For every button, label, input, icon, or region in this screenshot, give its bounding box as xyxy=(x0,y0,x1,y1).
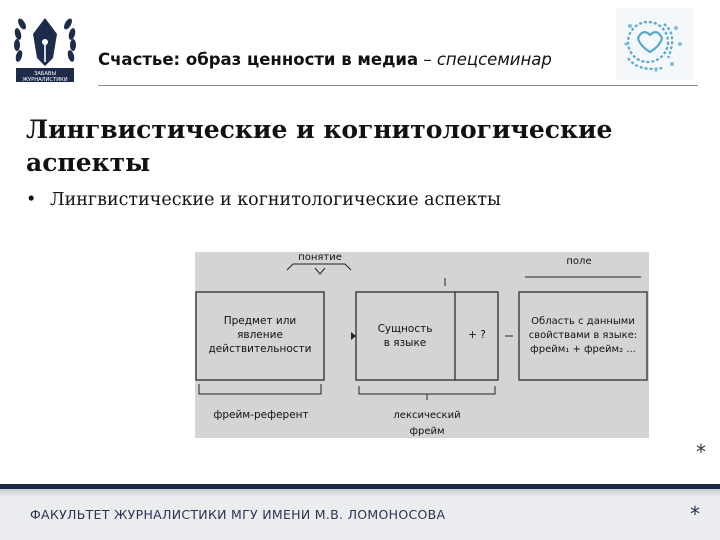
frame-diagram: понятие поле Предмет или явление действи… xyxy=(195,252,649,438)
header-divider xyxy=(98,85,698,86)
slide-asterisk: * xyxy=(696,440,706,464)
label-lexical-line2: фрейм xyxy=(409,426,444,437)
referent-brace xyxy=(198,384,322,395)
box-field-line1: Область с данными xyxy=(531,316,635,327)
box-field xyxy=(518,291,648,381)
label-frame-referent: фрейм-референт xyxy=(213,409,308,421)
lexical-brace xyxy=(358,386,496,400)
header-title-italic: спецсеминар xyxy=(436,50,552,69)
box-field-line2: свойствами в языке: xyxy=(529,330,637,341)
box-essence-extra: + ? xyxy=(468,329,486,341)
footer-text: ФАКУЛЬТЕТ ЖУРНАЛИСТИКИ МГУ ИМЕНИ М.В. ЛО… xyxy=(30,507,446,522)
box-field-line3: фрейм₁ + фрейм₂ ... xyxy=(530,344,636,355)
faculty-logo-icon: ЗАБАВЫ ЖУРНАЛИСТИКИ xyxy=(14,18,76,83)
box-object-line2: явление xyxy=(237,329,283,341)
box-essence-line1: Сущность xyxy=(378,323,433,335)
concept-brace xyxy=(286,263,352,275)
header-title-main: Счастье: образ ценности в медиа xyxy=(98,50,419,69)
box-essence-line2: в языке xyxy=(384,337,427,349)
label-concept: понятие xyxy=(298,252,342,263)
arrow-icon xyxy=(351,332,356,340)
footer-band xyxy=(0,484,720,540)
bullet-item: • Лингвистические и когнитологические асп… xyxy=(26,190,501,210)
footer-asterisk: * xyxy=(690,502,700,526)
bullet-marker: • xyxy=(26,190,37,210)
box-essence xyxy=(355,291,499,381)
label-lexical-line1: лексический xyxy=(393,410,460,421)
box-object-line3: действительности xyxy=(209,343,312,355)
heart-globe-logo-icon xyxy=(616,8,694,80)
logo-text: ЗАБАВЫ xyxy=(34,71,57,77)
label-field: поле xyxy=(566,256,591,267)
box-object xyxy=(195,291,325,381)
slide-title: Лингвистические и когнитологические аспе… xyxy=(26,115,613,177)
bullet-text: Лингвистические и когнитологические аспе… xyxy=(50,190,501,210)
svg-text:ЖУРНАЛИСТИКИ: ЖУРНАЛИСТИКИ xyxy=(22,77,67,83)
header-title-dash: – xyxy=(418,50,437,69)
header-title: Счастье: образ ценности в медиа – спецсе… xyxy=(98,50,552,69)
box-object-line1: Предмет или xyxy=(224,315,296,327)
slide-header: ЗАБАВЫ ЖУРНАЛИСТИКИ Счастье: образ ценно… xyxy=(0,0,720,92)
